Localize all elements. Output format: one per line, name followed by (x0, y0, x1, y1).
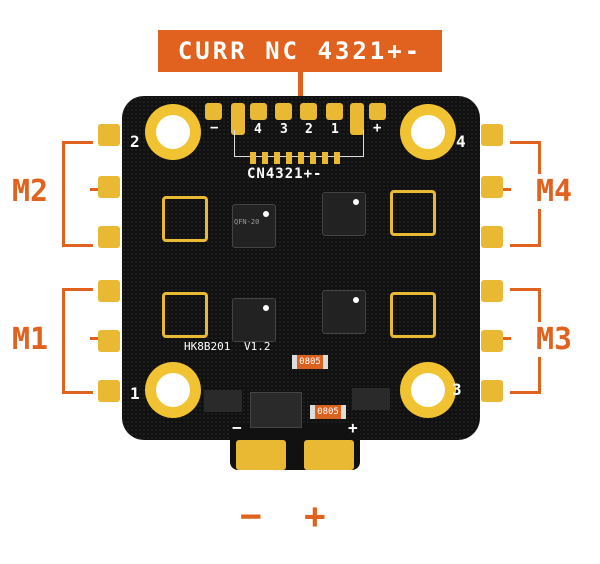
connector-pad (350, 103, 364, 135)
mount-hole-1 (145, 362, 201, 418)
hole-label-4: 4 (456, 132, 466, 151)
qfn-chip (322, 192, 366, 236)
connector-pad (300, 103, 317, 120)
bracket-tick (90, 337, 98, 340)
pin-label: 1 (331, 122, 339, 137)
hole-label-3: 3 (452, 380, 462, 399)
connector-label: CN4321+- (247, 166, 323, 182)
connector-pad (231, 103, 245, 135)
chip-footprint (162, 196, 208, 242)
motor-pad (98, 124, 120, 146)
motor-pad (98, 380, 120, 402)
connector-pad (369, 103, 386, 120)
qfn-chip (322, 290, 366, 334)
connector-footprint (250, 152, 346, 164)
motor-pad (481, 280, 503, 302)
motor-label-m3: M3 (536, 322, 573, 357)
power-plus-label: + (304, 496, 326, 537)
hole-label-2: 2 (130, 132, 140, 151)
bracket-tick (503, 188, 511, 191)
power-minus-label: − (240, 496, 262, 537)
ic-package (352, 388, 390, 410)
m2-bracket (62, 141, 93, 247)
mount-hole-2 (145, 104, 201, 160)
motor-label-m1: M1 (12, 322, 49, 357)
ic-package (204, 390, 242, 412)
bracket-tick (503, 337, 511, 340)
chip-footprint (162, 292, 208, 338)
m1-bracket (62, 288, 93, 394)
resistor-label: 0805 (299, 357, 321, 367)
resistor: 0805 (292, 355, 328, 369)
power-pad-plus (304, 440, 354, 470)
connector-pad (250, 103, 267, 120)
connector-pad (205, 103, 222, 120)
power-pad-minus (236, 440, 286, 470)
board-plus-label: + (348, 418, 358, 437)
motor-label-m2: M2 (12, 174, 49, 209)
mount-hole-3 (400, 362, 456, 418)
regulator (250, 392, 302, 428)
motor-label-m4: M4 (536, 174, 573, 209)
pin-label: 4 (254, 122, 262, 137)
motor-pad (481, 226, 503, 248)
chip-footprint (390, 190, 436, 236)
pin-label: 3 (280, 122, 288, 137)
qfn-chip (232, 204, 276, 248)
qfn-chip (232, 298, 276, 342)
resistor-label: 0805 (317, 407, 339, 417)
motor-pad (481, 380, 503, 402)
board-version: V1.2 (244, 340, 271, 353)
motor-pad (481, 330, 503, 352)
resistor: 0805 (310, 405, 346, 419)
pin-label: 2 (305, 122, 313, 137)
mount-hole-4 (400, 104, 456, 160)
bracket-tick (90, 188, 98, 191)
pinout-banner: CURR NC 4321+- (158, 30, 442, 72)
banner-pointer (298, 72, 303, 102)
pin-label: − (210, 120, 219, 136)
connector-pad (326, 103, 343, 120)
board-minus-label: − (232, 418, 242, 437)
motor-pad (98, 330, 120, 352)
connector-pad (275, 103, 292, 120)
pin-label: + (373, 120, 382, 136)
motor-pad (481, 176, 503, 198)
chip-label: QFN-20 (234, 218, 260, 226)
motor-pad (98, 280, 120, 302)
board-model: HK8B201 (184, 340, 231, 353)
motor-pad (98, 176, 120, 198)
motor-pad (481, 124, 503, 146)
motor-pad (98, 226, 120, 248)
chip-footprint (390, 292, 436, 338)
hole-label-1: 1 (130, 384, 140, 403)
banner-label: CURR NC 4321+- (177, 37, 423, 65)
